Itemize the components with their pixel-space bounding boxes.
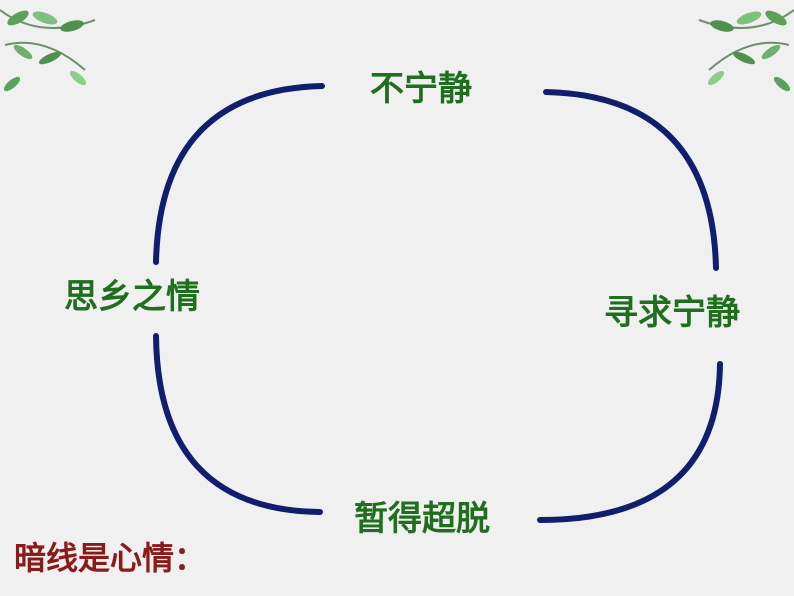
bottom-left-arc: [153, 333, 323, 515]
leaf-branch-icon: [698, 9, 794, 92]
caption-text: 暗线是心情：: [14, 539, 207, 577]
node-bottom-label: 暂得超脱: [354, 499, 490, 539]
node-right-label: 寻求宁静: [604, 293, 740, 333]
leaf-branch-icon: [0, 9, 96, 92]
node-top-label: 不宁静: [370, 69, 472, 109]
bottom-right-arc: [537, 361, 723, 523]
top-right-arc: [543, 89, 719, 271]
node-left-label: 思乡之情: [64, 277, 200, 317]
top-left-arc: [153, 83, 325, 265]
